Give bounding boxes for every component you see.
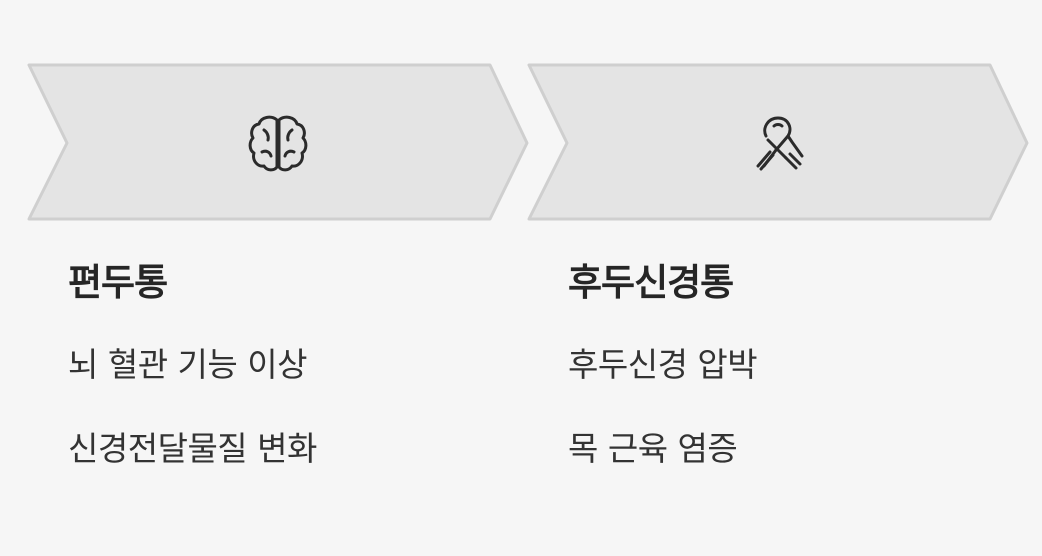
- step-item: 목 근육 염증: [568, 429, 738, 468]
- brain-icon: [246, 112, 310, 176]
- step-occipital-neuralgia: 후두신경통 후두신경 압박 목 근육 염증: [500, 0, 1029, 556]
- step-title: 후두신경통: [568, 261, 734, 304]
- step-migraine: 편두통 뇌 혈관 기능 이상 신경전달물질 변화: [0, 0, 529, 556]
- step-title: 편두통: [68, 261, 168, 304]
- chevron-shape: [524, 60, 1034, 226]
- step-item: 후두신경 압박: [568, 345, 758, 384]
- step-item: 뇌 혈관 기능 이상: [68, 345, 308, 384]
- step-item: 신경전달물질 변화: [68, 429, 317, 468]
- ribbon-icon: [746, 112, 810, 176]
